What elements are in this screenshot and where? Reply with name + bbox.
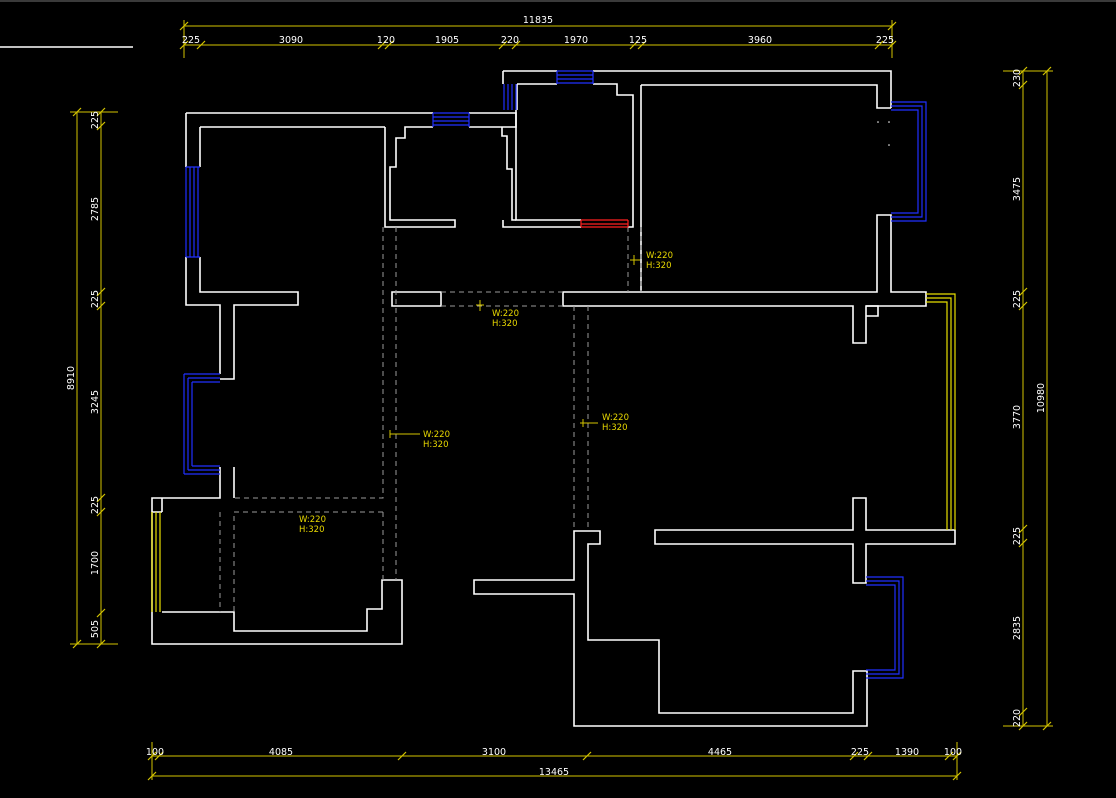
- door-note-width: W:220: [646, 251, 673, 261]
- dim-left-seg: 1700: [90, 551, 101, 575]
- window-blue-top-bath: [432, 112, 470, 127]
- window-blue-right-lower: [866, 576, 904, 679]
- dim-top-seg: 225: [182, 35, 200, 46]
- dim-top-seg: 1905: [435, 35, 459, 46]
- dim-bottom-seg: 1390: [895, 747, 919, 758]
- dim-right-seg: 3770: [1012, 405, 1023, 429]
- door-note-width: W:220: [423, 430, 450, 440]
- dimension-right-total: 10980: [1036, 66, 1052, 731]
- canvas-top-border: [0, 0, 1116, 2]
- dim-left-seg: 225: [90, 496, 101, 514]
- dim-bottom-seg: 100: [944, 747, 962, 758]
- door-note-height: H:320: [492, 319, 517, 329]
- door-note-3: W:220 H:320: [389, 430, 450, 450]
- marker-dots: [877, 121, 890, 146]
- dim-left-seg: 225: [90, 290, 101, 308]
- dim-left-seg: 505: [90, 620, 101, 638]
- dimension-top-segments: 225 3090 120 1905 220 1970 125 3960 225: [179, 20, 897, 58]
- door-note-5: W:220 H:320: [299, 515, 326, 535]
- door-note-height: H:320: [423, 440, 448, 450]
- dim-right-seg: 230: [1012, 69, 1023, 87]
- window-blue-left-upper: [185, 166, 200, 258]
- dim-right-seg: 225: [1012, 290, 1023, 308]
- dim-top-seg: 3090: [279, 35, 303, 46]
- dim-bottom-seg: 100: [146, 747, 164, 758]
- door-note-height: H:320: [602, 423, 627, 433]
- dim-right-seg: 225: [1012, 527, 1023, 545]
- dim-top-seg: 120: [377, 35, 395, 46]
- window-yellow-right: [926, 293, 956, 530]
- dim-top-seg: 220: [501, 35, 519, 46]
- dim-right-total-label: 10980: [1036, 383, 1047, 413]
- window-red-middle: [580, 219, 629, 228]
- dim-bottom-seg: 225: [851, 747, 869, 758]
- window-blue-top-room: [556, 70, 594, 84]
- door-note-2: W:220 H:320: [476, 300, 519, 329]
- dim-top-seg: 3960: [748, 35, 772, 46]
- door-note-width: W:220: [602, 413, 629, 423]
- walls: [151, 70, 956, 727]
- door-note-height: H:320: [646, 261, 671, 271]
- dimension-bottom-total: 13465: [147, 767, 962, 781]
- door-note-1: W:220 H:320: [630, 251, 673, 271]
- window-yellow-left: [151, 512, 161, 612]
- dashed-openings: [219, 227, 642, 612]
- dim-top-seg: 225: [876, 35, 894, 46]
- dim-left-seg: 3245: [90, 390, 101, 414]
- dim-right-seg: 220: [1012, 709, 1023, 727]
- dim-top-total-label: 11835: [523, 15, 553, 26]
- door-note-4: W:220 H:320: [580, 413, 629, 433]
- door-note-width: W:220: [492, 309, 519, 319]
- dimension-left-total: 8910: [66, 107, 82, 649]
- dimension-top-total: 11835: [179, 15, 897, 31]
- dim-right-seg: 2835: [1012, 616, 1023, 640]
- dim-left-seg: 225: [90, 111, 101, 129]
- dim-left-total-label: 8910: [66, 366, 77, 390]
- dim-bottom-total-label: 13465: [539, 767, 569, 778]
- dim-right-seg: 3475: [1012, 177, 1023, 201]
- dim-bottom-seg: 4465: [708, 747, 732, 758]
- dimension-right-segments: 230 3475 225 3770 225 2835 220: [1003, 66, 1053, 731]
- dimension-bottom-segments: 100 4085 3100 4465 225 1390 100: [146, 742, 962, 780]
- window-blue-top-corner: [503, 84, 517, 110]
- dim-left-seg: 2785: [90, 197, 101, 221]
- dim-top-seg: 1970: [564, 35, 588, 46]
- dim-bottom-seg: 4085: [269, 747, 293, 758]
- dimension-left-segments: 225 2785 225 3245 225 1700 505: [70, 107, 118, 649]
- dim-top-seg: 125: [629, 35, 647, 46]
- window-blue-left-middle: [183, 373, 220, 475]
- dim-bottom-seg: 3100: [482, 747, 506, 758]
- door-note-width: W:220: [299, 515, 326, 525]
- window-blue-right-upper: [891, 101, 927, 222]
- door-note-height: H:320: [299, 525, 324, 535]
